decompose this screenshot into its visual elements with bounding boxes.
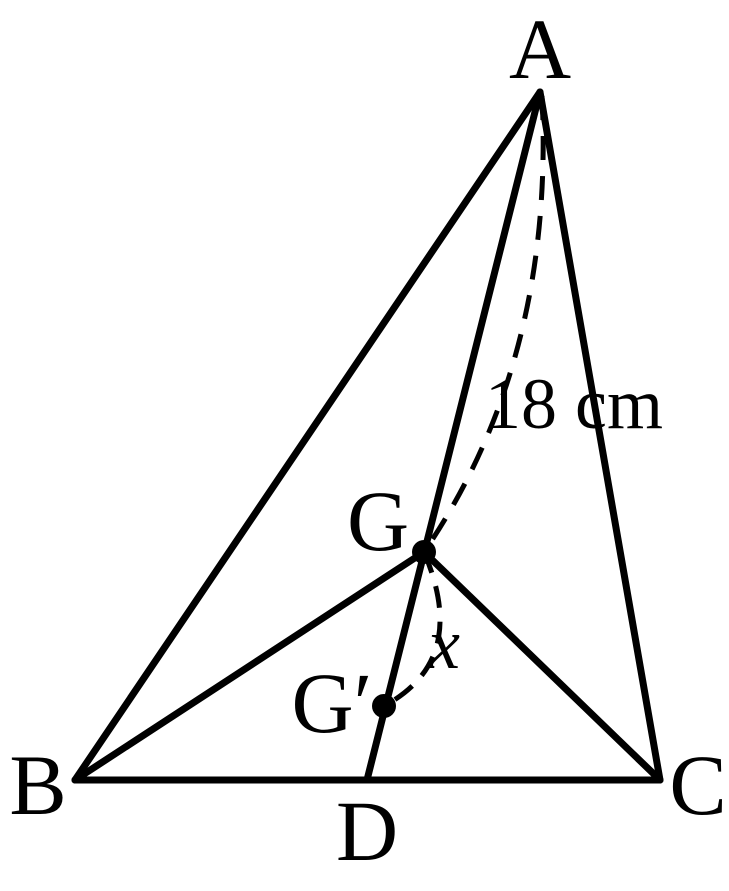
dashed-arc-ag	[421, 95, 546, 554]
segment-gc	[420, 548, 664, 784]
segment-gb	[71, 548, 428, 784]
label-c: C	[669, 737, 726, 833]
dashed-arc-ggprime	[382, 551, 443, 709]
median-ad	[363, 88, 544, 784]
label-b: B	[9, 737, 66, 833]
point-gprime-dot	[372, 694, 396, 718]
label-d: D	[336, 783, 398, 879]
length-label-ag: 18 cm	[485, 364, 663, 444]
label-a: A	[509, 1, 571, 97]
label-g-prime: G′	[292, 655, 373, 751]
unknown-label-x: x	[427, 604, 460, 684]
segment-ac	[536, 88, 664, 784]
point-g-dot	[412, 540, 436, 564]
label-g: G	[347, 473, 409, 569]
segment-ab	[71, 88, 544, 784]
